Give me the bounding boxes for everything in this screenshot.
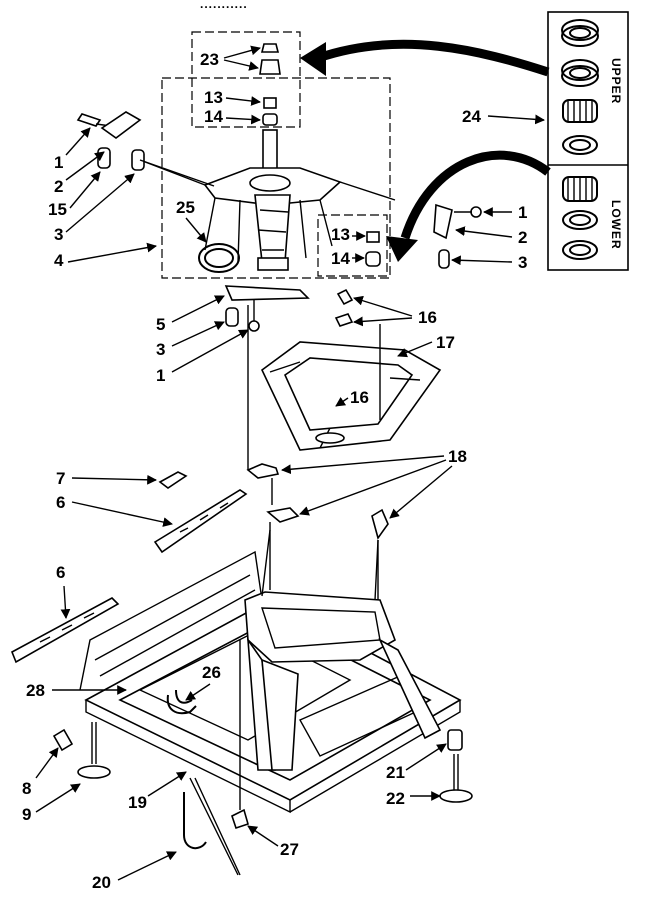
callout-22: 22 [386,789,405,808]
lower-kit-arrow [386,150,551,262]
callout-5: 5 [156,315,165,334]
callout-13-top: 13 [204,88,223,107]
callout-17: 17 [436,333,455,352]
callout-15: 15 [48,200,67,219]
callout-3-mid: 3 [156,340,165,359]
callout-18: 18 [448,447,467,466]
small-box-parts [365,231,381,267]
strip-6-lower [10,597,120,664]
callout-25: 25 [176,198,195,217]
seal-kit-panel: UPPER LOWER [547,11,629,271]
dashed-box-top [191,31,301,128]
callout-14-top: 14 [204,107,223,126]
suspension-cross-frame [244,529,442,771]
callout-24: 24 [462,107,481,126]
callouts: 23 13 14 24 1 2 15 3 4 25 13 14 1 2 3 5 … [22,45,545,892]
callout-16-top: 16 [418,308,437,327]
clips-18 [246,463,389,540]
callout-6-lower: 6 [56,563,65,582]
upper-seal-rings [561,19,599,155]
callout-3-right: 3 [518,253,527,272]
callout-4: 4 [54,251,64,270]
leveling-leg-left [52,722,111,779]
strip-6-upper [153,489,248,554]
callout-26: 26 [202,663,221,682]
washer-14-top [262,113,278,126]
lower-seal-rings [562,176,598,260]
washer-13-top [263,97,277,109]
clip-27 [231,640,249,830]
callout-3-left: 3 [54,225,63,244]
pin-7 [158,471,188,489]
lower-kit-label: LOWER [609,200,623,250]
callout-19: 19 [128,793,147,812]
hook-20 [183,777,241,876]
header-fragment: ........... [200,0,248,11]
right-bracket-hardware [433,203,482,269]
callout-23: 23 [200,50,219,69]
callout-7: 7 [56,469,65,488]
dashed-box-small [317,214,388,277]
callout-28: 28 [26,681,45,700]
callout-1-right: 1 [518,203,527,222]
hook-26 [166,689,197,715]
dashed-box-main [161,77,391,279]
callout-27: 27 [280,840,299,859]
bracket-5 [224,285,310,332]
callout-2-left: 2 [54,177,63,196]
callout-1-left: 1 [54,153,63,172]
callout-6-upper: 6 [56,493,65,512]
upper-kit-label: UPPER [609,58,623,104]
nut-23 [259,43,281,75]
left-bracket-hardware [76,111,145,171]
leveling-leg-right [439,729,473,803]
upper-kit-arrow [300,39,550,77]
callout-9: 9 [22,805,31,824]
callout-21: 21 [386,763,405,782]
callout-14-small: 14 [331,249,350,268]
callout-8: 8 [22,779,31,798]
callout-20: 20 [92,873,111,892]
seal-ring-25 [198,243,240,273]
callout-2-right: 2 [518,228,527,247]
callout-13-small: 13 [331,225,350,244]
callout-16-bottom: 16 [350,388,369,407]
callout-1-mid: 1 [156,366,165,385]
